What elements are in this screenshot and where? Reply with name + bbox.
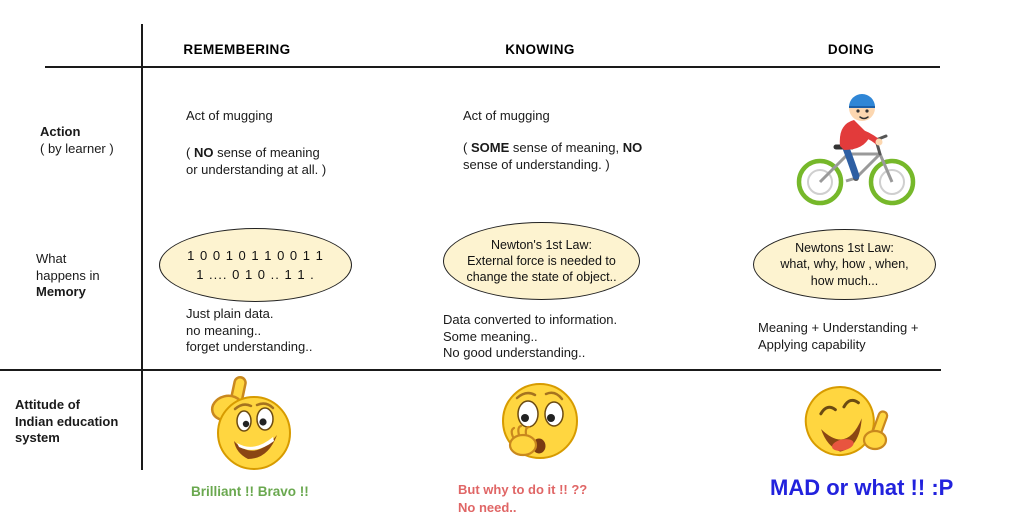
row-label-action-title: Action: [40, 124, 81, 139]
remembering-memory-result: Just plain data. no meaning.. forget und…: [186, 306, 313, 354]
attitude-divider-line: [0, 369, 941, 371]
note-text: sense of meaning,: [509, 140, 623, 155]
knowing-attitude-caption: But why to do it !! ?? No need..: [458, 482, 588, 516]
row-label-memory: What happens in Memory: [36, 251, 100, 301]
laughing-pointing-smiley-icon: [804, 386, 889, 457]
row-label-memory-line2: happens in: [36, 267, 100, 283]
knowing-memory-bubble: Newton's 1st Law: External force is need…: [443, 222, 640, 300]
remembering-action-title: Act of mugging: [186, 108, 273, 123]
note-bold: NO: [622, 140, 643, 155]
shocked-smiley-icon: [502, 383, 578, 459]
doing-memory-result: Meaning + Understanding + Applying capab…: [758, 320, 919, 352]
row-label-action-subtitle: ( by learner ): [40, 140, 114, 156]
note-text: or understanding at all. ): [186, 161, 327, 177]
header-divider-line: [45, 66, 940, 68]
remembering-memory-bubble-text: 1 0 0 1 0 1 1 0 0 1 1 1 .... 0 1 0 .. 1 …: [187, 247, 324, 283]
knowing-action-title: Act of mugging: [463, 108, 550, 123]
remembering-attitude-caption: Brilliant !! Bravo !!: [191, 484, 309, 499]
vertical-divider: [141, 24, 143, 470]
doing-memory-bubble: Newtons 1st Law: what, why, how , when, …: [753, 229, 936, 300]
remembering-memory-bubble: 1 0 0 1 0 1 1 0 0 1 1 1 .... 0 1 0 .. 1 …: [159, 228, 352, 302]
kid-riding-bicycle-icon: [796, 94, 916, 206]
column-header-knowing: KNOWING: [505, 42, 575, 57]
note-text: (: [186, 145, 194, 160]
doing-memory-bubble-text: Newtons 1st Law: what, why, how , when, …: [780, 241, 909, 288]
note-bold: SOME: [470, 140, 510, 155]
note-text: (: [463, 140, 471, 155]
row-label-memory-line1: What: [36, 251, 67, 266]
note-text: sense of meaning: [213, 145, 320, 160]
thumbs-up-smiley-icon: [210, 376, 291, 470]
row-label-action: Action ( by learner ): [40, 124, 114, 157]
row-label-memory-line3: Memory: [36, 284, 86, 299]
row-label-attitude: Attitude of Indian education system: [15, 397, 119, 445]
column-header-remembering: REMEMBERING: [183, 42, 291, 57]
note-text: sense of understanding. ): [463, 156, 610, 172]
note-bold: NO: [193, 145, 214, 160]
knowing-memory-result: Data converted to information. Some mean…: [443, 312, 618, 360]
remembering-action-note: ( NO sense of meaning or understanding a…: [186, 145, 326, 178]
knowing-action-note: ( SOME sense of meaning, NO sense of und…: [463, 140, 642, 173]
doing-attitude-caption: MAD or what !! :P: [770, 475, 954, 500]
knowing-memory-bubble-text: Newton's 1st Law: External force is need…: [466, 237, 617, 285]
column-header-doing: DOING: [827, 42, 875, 57]
